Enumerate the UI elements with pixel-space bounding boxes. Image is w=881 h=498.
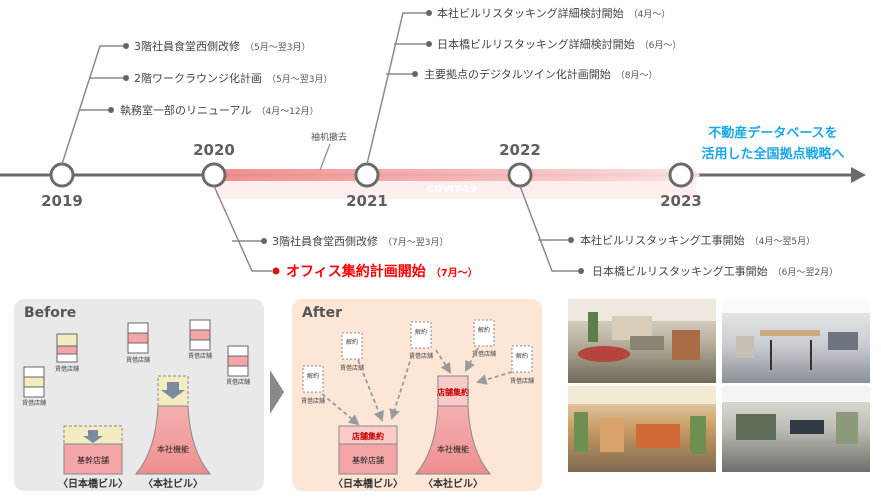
svg-text:賃借店舗: 賃借店舗 xyxy=(472,350,496,358)
after-vacated-store: 解約 賃借店舗 xyxy=(409,321,433,360)
before-title: Before xyxy=(24,305,76,321)
svg-text:賃借店舗: 賃借店舗 xyxy=(340,364,364,372)
before-rental-store: 賃借店舗 xyxy=(22,366,46,407)
svg-text:本社機能: 本社機能 xyxy=(437,444,469,454)
svg-text:賃借店舗: 賃借店舗 xyxy=(126,356,150,364)
event-2022-2: 日本橋ビルリスタッキング工事開始（6月～翌2月） xyxy=(592,264,838,278)
before-caption-nihonbashi: 〈日本橋ビル〉 xyxy=(58,477,128,490)
after-nihonbashi-building: 店舗集約 基幹店舗 〈日本橋ビル〉 xyxy=(333,425,403,490)
year-node-2023 xyxy=(668,162,694,188)
before-rental-store: 賃借店舗 xyxy=(226,345,250,386)
office-photo-3 xyxy=(568,386,716,472)
office-photo-2 xyxy=(722,299,870,383)
svg-text:賃借店舗: 賃借店舗 xyxy=(510,377,534,385)
svg-text:店舗集約: 店舗集約 xyxy=(352,431,384,441)
office-photo-1 xyxy=(568,299,716,383)
svg-text:賃借店舗: 賃借店舗 xyxy=(188,352,212,360)
year-node-2020 xyxy=(201,162,227,188)
year-label-2021: 2021 xyxy=(346,192,388,210)
after-vacated-store: 解約 賃借店舗 xyxy=(301,365,325,405)
future-strategy-line2: 活用した全国拠点戦略へ xyxy=(701,146,844,162)
event-2021-1: 本社ビルリスタッキング詳細検討開始（4月～） xyxy=(437,6,670,20)
after-caption-honsha: 〈本社ビル〉 xyxy=(423,477,483,490)
after-vacated-store: 解約 賃借店舗 xyxy=(472,319,496,358)
svg-text:解約: 解約 xyxy=(478,326,490,334)
timeline: COVIT-19 2019 2020 2021 2022 2023 3階社員食堂… xyxy=(0,6,866,280)
after-caption-nihonbashi: 〈日本橋ビル〉 xyxy=(333,477,403,490)
svg-text:解約: 解約 xyxy=(415,328,427,336)
before-rental-store: 賃借店舗 xyxy=(55,333,79,373)
year-label-2023: 2023 xyxy=(660,192,702,210)
consolidation-arrows xyxy=(321,347,513,426)
before-honsha-building: 本社機能 〈本社ビル〉 xyxy=(134,375,212,490)
future-strategy-line1: 不動産データベースを xyxy=(708,125,837,141)
year-label-2020: 2020 xyxy=(193,141,235,159)
before-nihonbashi-building: 基幹店舗 〈日本橋ビル〉 xyxy=(58,425,128,490)
svg-text:賃借店舗: 賃借店舗 xyxy=(409,352,433,360)
after-vacated-store: 解約 賃借店舗 xyxy=(510,345,534,385)
svg-text:基幹店舗: 基幹店舗 xyxy=(77,455,109,465)
svg-text:解約: 解約 xyxy=(346,338,358,346)
covid-band-shadow xyxy=(216,181,696,199)
event-2019-1: 3階社員食堂西側改修（5月～翌3月） xyxy=(134,39,310,53)
after-vacated-store: 解約 賃借店舗 xyxy=(340,332,364,372)
svg-text:賃借店舗: 賃借店舗 xyxy=(301,397,325,405)
before-rental-store: 賃借店舗 xyxy=(126,322,150,364)
branch-2021 xyxy=(366,12,427,165)
timeline-arrow-icon xyxy=(851,167,866,183)
before-caption-honsha: 〈本社ビル〉 xyxy=(143,477,203,490)
svg-text:解約: 解約 xyxy=(516,352,528,360)
year-label-2022: 2022 xyxy=(499,141,541,159)
covid-label: COVIT-19 xyxy=(427,184,477,195)
after-panel: After 解約 賃借店舗 解約 賃借店舗 解約 賃借店舗 解約 賃借店舗 解約… xyxy=(292,299,542,491)
year-label-2019: 2019 xyxy=(41,192,83,210)
event-2021-2: 日本橋ビルリスタッキング詳細検討開始（6月～） xyxy=(437,37,681,51)
after-title: After xyxy=(302,305,342,321)
event-2022-1: 本社ビルリスタッキング工事開始（4月～翌5月） xyxy=(580,233,815,247)
svg-text:賃借店舗: 賃借店舗 xyxy=(22,399,46,407)
note-2021: 袖机撤去 xyxy=(311,131,347,143)
before-after-chevron-icon xyxy=(270,370,284,414)
branch-2019 xyxy=(61,45,124,165)
after-honsha-building: 店舗集約 本社機能 〈本社ビル〉 xyxy=(414,375,492,490)
event-2019-3: 執務室一部のリニューアル（4月～12月） xyxy=(120,103,319,117)
svg-text:賃借店舗: 賃借店舗 xyxy=(226,378,250,386)
event-2020-1: 3階社員食堂西側改修（7月～翌3月） xyxy=(272,234,448,248)
svg-text:本社機能: 本社機能 xyxy=(157,444,189,454)
svg-text:基幹店舗: 基幹店舗 xyxy=(352,455,384,465)
event-2020-2-highlight: オフィス集約計画開始（7月～） xyxy=(286,263,478,280)
svg-text:店舗集約: 店舗集約 xyxy=(437,387,469,397)
event-2021-3: 主要拠点のデジタルツイン化計画開始（8月～） xyxy=(424,67,658,81)
before-panel: Before 賃借店舗 賃借店舗 賃借店舗 賃借店舗 xyxy=(14,299,264,491)
svg-text:賃借店舗: 賃借店舗 xyxy=(55,365,79,373)
covid-band xyxy=(216,166,700,184)
event-2019-2: 2階ワークラウンジ化計画（5月～翌3月） xyxy=(134,71,332,85)
office-photo-4 xyxy=(722,386,870,472)
year-node-2022 xyxy=(507,162,533,188)
branch-2020 xyxy=(213,185,272,272)
before-rental-store: 賃借店舗 xyxy=(188,319,212,360)
svg-text:解約: 解約 xyxy=(307,372,319,380)
year-node-2021 xyxy=(354,162,380,188)
note-leader xyxy=(319,143,331,171)
branch-2022 xyxy=(519,185,578,272)
year-node-2019 xyxy=(49,162,75,188)
